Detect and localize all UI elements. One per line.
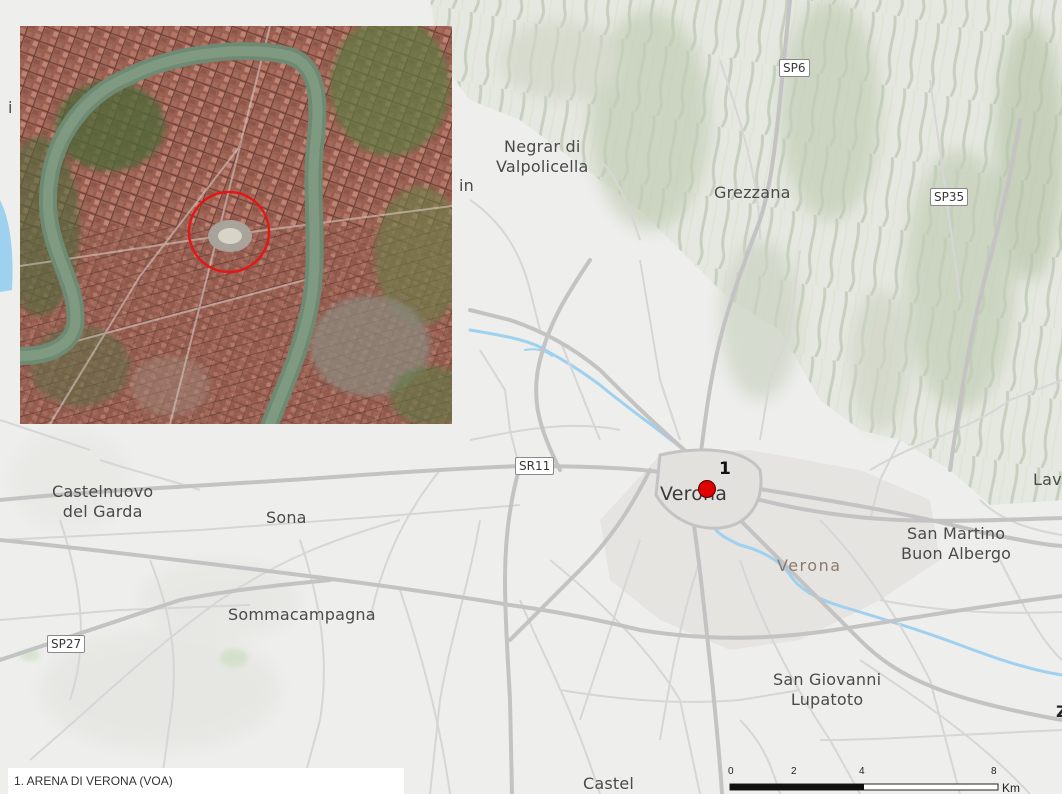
scale-tick: 8	[991, 766, 997, 777]
scale-tick: 0	[728, 766, 734, 777]
road-shield-sr11: SR11	[515, 457, 555, 475]
location-marker[interactable]	[698, 480, 716, 498]
road-shield-sp35: SP35	[930, 188, 969, 206]
edge-fragment-i: i	[8, 98, 13, 117]
place-castel: Castel	[583, 774, 635, 793]
minor-roads	[0, 59, 1062, 794]
legend-entry: 1. ARENA DI VERONA (VOA)	[14, 774, 173, 788]
edge-fragment-z: Z	[1056, 702, 1062, 722]
place-sommacampagna: Sommacampagna	[228, 605, 376, 624]
road-shield-sp27: SP27	[47, 635, 86, 653]
road-shield-sp6: SP6	[779, 59, 810, 77]
satellite-inset	[20, 26, 452, 424]
satellite-image	[20, 26, 452, 424]
lake-garda	[0, 200, 13, 292]
scale-bar: 0 2 4 8 Km	[728, 766, 1062, 794]
legend: 1. ARENA DI VERONA (VOA)	[8, 768, 404, 794]
scale-unit: Km	[1002, 781, 1020, 794]
edge-fragment-in: in	[459, 176, 474, 195]
scale-tick: 2	[791, 766, 797, 777]
marker-number: 1	[719, 459, 731, 479]
place-grezzana: Grezzana	[714, 183, 791, 202]
place-lav: Lav	[1033, 470, 1062, 489]
scale-bar-graphic	[729, 783, 999, 791]
place-verona-city: Verona	[660, 483, 728, 505]
scale-tick: 4	[859, 766, 865, 777]
inset-highlight-circle	[187, 190, 271, 274]
place-verona-area: Verona	[777, 556, 842, 575]
place-sona: Sona	[266, 508, 307, 527]
